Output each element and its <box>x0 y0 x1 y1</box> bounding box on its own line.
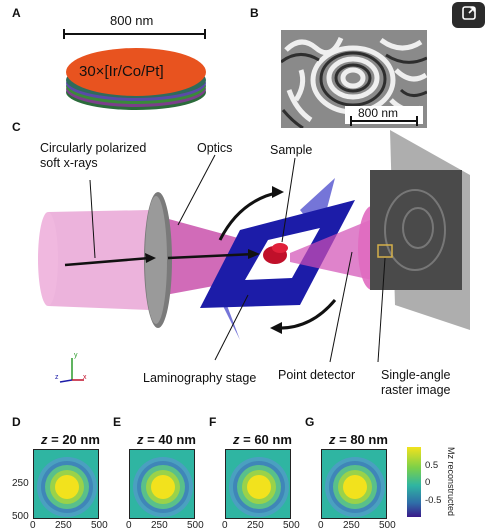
x-tick-label: 250 <box>55 520 72 531</box>
map-depth-label: z = 80 nm <box>329 432 388 447</box>
panel-letter-g: G <box>305 415 315 429</box>
x-tick-label: 250 <box>247 520 264 531</box>
label-raster: Single-angle raster image <box>381 368 451 397</box>
x-tick-label: 250 <box>151 520 168 531</box>
depth-symbol: z <box>329 432 336 447</box>
depth-value: = 80 nm <box>335 432 388 447</box>
map-depth-label: z = 60 nm <box>233 432 292 447</box>
x-tick-label: 0 <box>30 520 36 531</box>
y-tick-label: 500 <box>12 511 29 522</box>
axis-z-label: z <box>55 374 59 381</box>
depth-symbol: z <box>233 432 240 447</box>
x-tick-label: 0 <box>126 520 132 531</box>
depth-symbol: z <box>137 432 144 447</box>
colorbar-tick-2: -0.5 <box>425 495 442 506</box>
colorbar <box>407 447 421 517</box>
axis-y-label: y <box>74 352 78 359</box>
x-tick-label: 500 <box>283 520 300 531</box>
panel-a-disk-figure <box>63 29 206 110</box>
panel-b-domain-image <box>281 30 427 128</box>
depth-value: = 20 nm <box>47 432 100 447</box>
colorbar-tick-0: 0.5 <box>425 460 439 471</box>
label-source: Circularly polarized soft x-rays <box>40 141 147 170</box>
x-tick-label: 500 <box>187 520 204 531</box>
panel-letter-c: C <box>12 120 21 134</box>
panel-letter-a: A <box>12 6 21 20</box>
reconstruction-map <box>33 449 99 519</box>
x-tick-label: 0 <box>318 520 324 531</box>
depth-value: = 60 nm <box>239 432 292 447</box>
reconstruction-map <box>225 449 291 519</box>
panel-b-scale-label: 800 nm <box>358 106 399 120</box>
panel-b-scale-bar <box>350 116 418 126</box>
colorbar-title: Mz reconstructed <box>446 447 456 517</box>
map-depth-label: z = 20 nm <box>41 432 100 447</box>
axis-x-label: x <box>83 374 87 381</box>
label-sample: Sample <box>270 143 313 157</box>
panel-letter-b: B <box>250 6 259 20</box>
label-optics: Optics <box>197 141 233 155</box>
expand-button[interactable] <box>452 2 485 28</box>
reconstruction-map <box>129 449 195 519</box>
depth-symbol: z <box>41 432 48 447</box>
y-tick-label: 250 <box>12 478 29 489</box>
x-tick-label: 500 <box>379 520 396 531</box>
panel-letter-d: D <box>12 415 21 429</box>
x-tick-label: 0 <box>222 520 228 531</box>
reconstruction-map <box>321 449 387 519</box>
x-tick-label: 500 <box>91 520 108 531</box>
depth-value: = 40 nm <box>143 432 196 447</box>
label-stage: Laminography stage <box>143 371 257 385</box>
x-tick-label: 250 <box>343 520 360 531</box>
expand-icon <box>461 5 477 26</box>
map-depth-label: z = 40 nm <box>137 432 196 447</box>
label-detector: Point detector <box>278 368 356 382</box>
colorbar-tick-1: 0 <box>425 477 431 488</box>
panel-letter-f: F <box>209 415 217 429</box>
panel-c-setup-diagram <box>38 130 470 383</box>
panel-a-scale-label: 800 nm <box>110 13 154 28</box>
panel-a-stack-label: 30×[Ir/Co/Pt] <box>79 63 164 80</box>
panel-letter-e: E <box>113 415 122 429</box>
